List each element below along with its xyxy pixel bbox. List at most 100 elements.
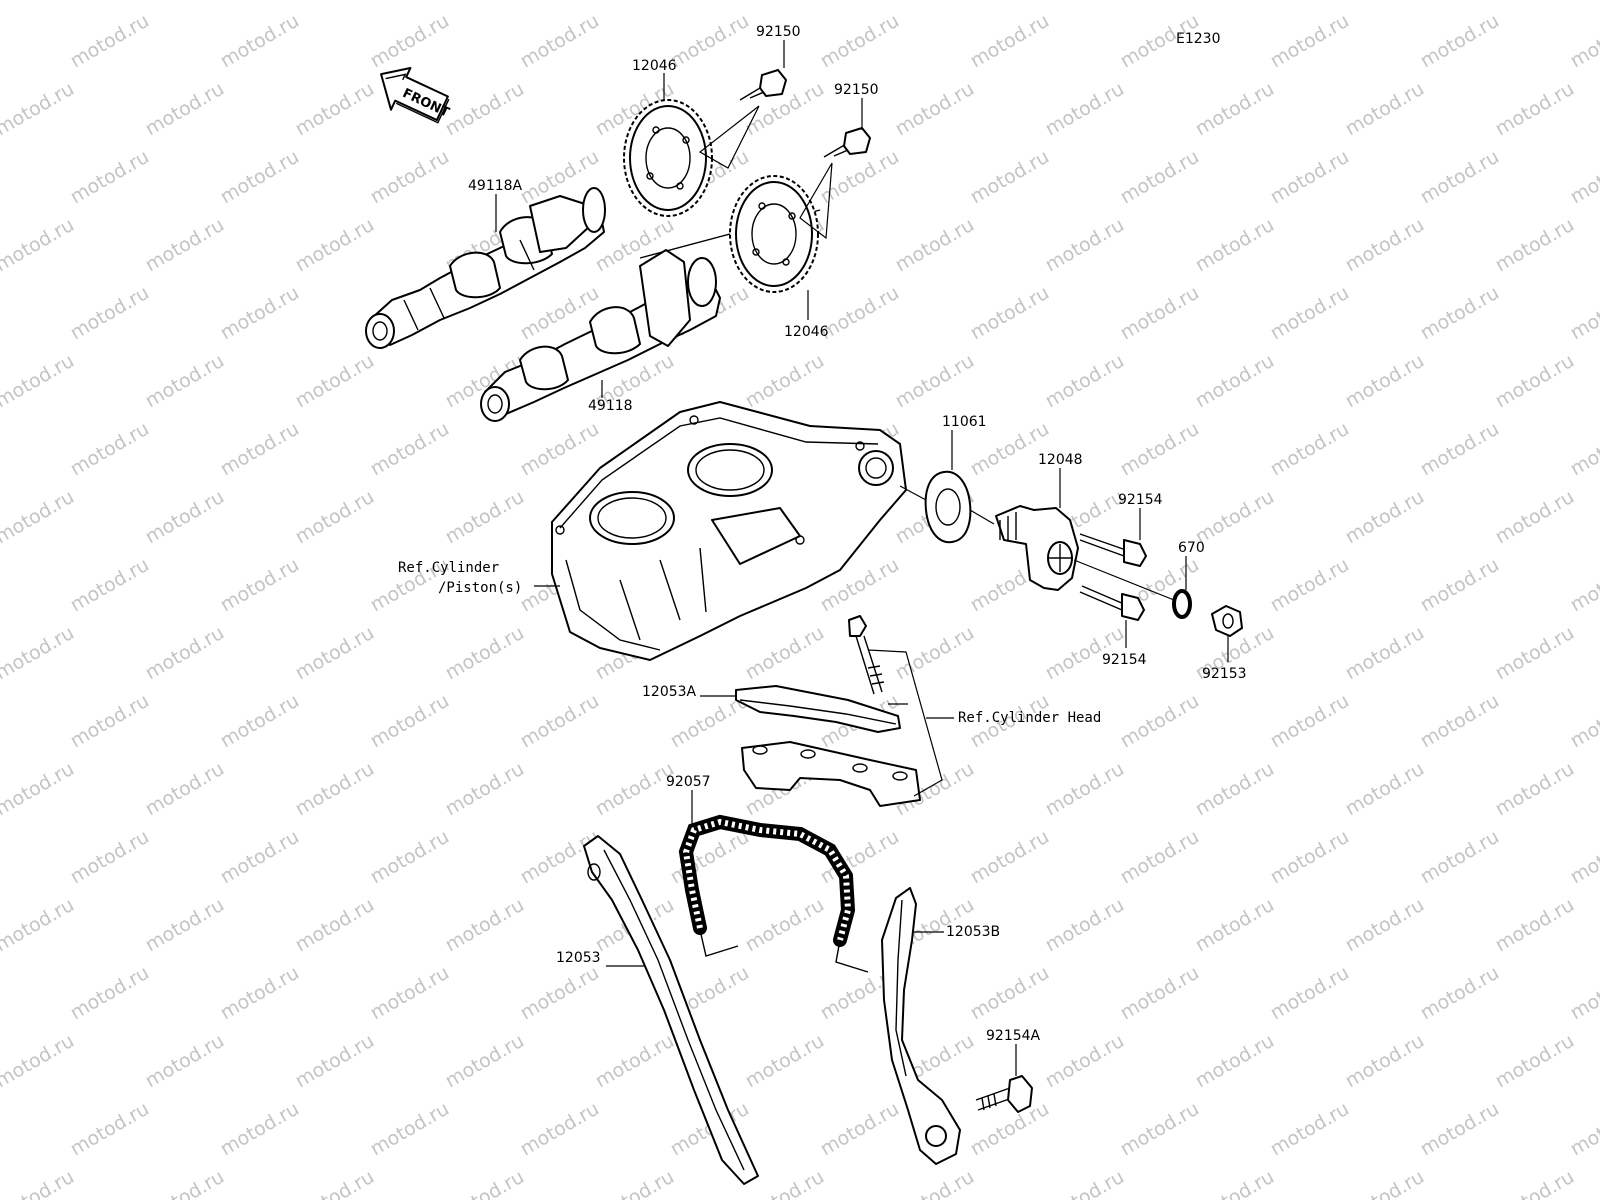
bolt-92154-b — [1079, 585, 1145, 621]
watermark-text: motod.ru — [592, 1030, 678, 1093]
watermark-text: motod.ru — [217, 418, 303, 481]
watermark-text: motod.ru — [0, 146, 3, 209]
label-12048: 12048 — [1038, 452, 1083, 468]
watermark-text: motod.ru — [292, 894, 378, 957]
camshaft-49118 — [480, 209, 821, 422]
watermark-text: motod.ru — [1267, 554, 1353, 617]
watermark-text: motod.ru — [0, 894, 78, 957]
watermark-text: motod.ru — [217, 10, 303, 73]
watermark-text: motod.ru — [0, 826, 3, 889]
watermark-text: motod.ru — [592, 1166, 678, 1200]
guide-holder — [741, 741, 921, 807]
label-11061: 11061 — [942, 414, 987, 430]
watermark-text: motod.ru — [0, 214, 78, 277]
watermark-text: motod.ru — [292, 350, 378, 413]
watermark-text: motod.ru — [67, 10, 153, 73]
watermark-text: motod.ru — [517, 10, 603, 73]
watermark-text: motod.ru — [442, 78, 528, 141]
camshaft-49118A — [365, 187, 606, 349]
watermark-text: motod.ru — [1192, 1166, 1278, 1200]
watermark-text: motod.ru — [442, 894, 528, 957]
watermark-text: motod.ru — [1267, 826, 1353, 889]
watermark-text: motod.ru — [1192, 758, 1278, 821]
bolt-92154-a — [1079, 533, 1147, 567]
watermark-text: motod.ru — [1267, 962, 1353, 1025]
watermark-text: motod.ru — [67, 418, 153, 481]
watermark-text: motod.ru — [967, 1098, 1053, 1161]
label-92150-a: 92150 — [756, 24, 801, 40]
watermark-text: motod.ru — [1567, 282, 1600, 345]
ref-cylinder-line1: Ref.Cylinder — [398, 560, 499, 576]
label-92154-a: 92154 — [1118, 492, 1163, 508]
watermark-text: motod.ru — [217, 282, 303, 345]
watermark-text: motod.ru — [142, 1030, 228, 1093]
watermark-text: motod.ru — [1417, 962, 1503, 1025]
watermark-text: motod.ru — [592, 0, 678, 4]
watermark-text: motod.ru — [0, 418, 3, 481]
o-ring-670 — [1172, 589, 1192, 619]
bolt-92150-a — [739, 69, 787, 101]
watermark-text: motod.ru — [0, 282, 3, 345]
chain-guide-12053A — [735, 685, 901, 733]
watermark-text: motod.ru — [1567, 826, 1600, 889]
diagram-code: E1230 — [1176, 31, 1220, 47]
sprocket-12046-lower — [729, 175, 819, 293]
watermark-text: motod.ru — [1192, 486, 1278, 549]
label-92153: 92153 — [1202, 666, 1247, 682]
watermark-text: motod.ru — [517, 962, 603, 1025]
watermark-text: motod.ru — [0, 10, 3, 73]
cam-chain-92057 — [678, 814, 869, 973]
watermark-text: motod.ru — [292, 622, 378, 685]
watermark-text: motod.ru — [1042, 894, 1128, 957]
watermark-text: motod.ru — [142, 758, 228, 821]
watermark-text: motod.ru — [1567, 962, 1600, 1025]
watermark-text: motod.ru — [1117, 146, 1203, 209]
watermark-text: motod.ru — [1417, 826, 1503, 889]
watermark-text: motod.ru — [1192, 0, 1278, 4]
watermark-text: motod.ru — [1117, 690, 1203, 753]
watermark-text: motod.ru — [1492, 350, 1578, 413]
watermark-text: motod.ru — [1042, 758, 1128, 821]
cylinder-block — [551, 401, 907, 661]
watermark-text: motod.ru — [1417, 10, 1503, 73]
watermark-text: motod.ru — [367, 10, 453, 73]
watermark-text: motod.ru — [817, 1098, 903, 1161]
watermark-text: motod.ru — [1117, 962, 1203, 1025]
watermark-text: motod.ru — [292, 214, 378, 277]
watermark-text: motod.ru — [0, 78, 78, 141]
label-92154-b: 92154 — [1102, 652, 1147, 668]
watermark-text: motod.ru — [292, 0, 378, 4]
label-12053: 12053 — [556, 950, 601, 966]
watermark-text: motod.ru — [1267, 1098, 1353, 1161]
watermark-text: motod.ru — [742, 0, 828, 4]
watermark-text: motod.ru — [1192, 214, 1278, 277]
watermark-text: motod.ru — [1417, 418, 1503, 481]
watermark-text: motod.ru — [1492, 894, 1578, 957]
watermark-text: motod.ru — [1492, 0, 1578, 4]
watermark-text: motod.ru — [0, 1166, 78, 1200]
watermark-text: motod.ru — [1267, 10, 1353, 73]
watermark-text: motod.ru — [1567, 690, 1600, 753]
watermark-text: motod.ru — [1042, 1030, 1128, 1093]
watermark-text: motod.ru — [667, 10, 753, 73]
label-12053B: 12053B — [946, 924, 1000, 940]
sprocket-12046-upper — [623, 99, 713, 217]
watermark-text: motod.ru — [217, 690, 303, 753]
watermark-text: motod.ru — [367, 1098, 453, 1161]
watermark-text: motod.ru — [1492, 78, 1578, 141]
gasket-11061 — [924, 470, 972, 544]
watermark-text: motod.ru — [1342, 622, 1428, 685]
watermark-text: motod.ru — [217, 826, 303, 889]
watermark-text: motod.ru — [1417, 282, 1503, 345]
watermark-text: motod.ru — [292, 758, 378, 821]
watermark-text: motod.ru — [517, 690, 603, 753]
watermark-text: motod.ru — [892, 214, 978, 277]
watermark-text: motod.ru — [892, 622, 978, 685]
watermark-text: motod.ru — [442, 486, 528, 549]
watermark-text: motod.ru — [1042, 1166, 1128, 1200]
watermark-text: motod.ru — [292, 1030, 378, 1093]
watermark-text: motod.ru — [1117, 418, 1203, 481]
watermark-text: motod.ru — [442, 622, 528, 685]
watermark-text: motod.ru — [217, 1098, 303, 1161]
watermark-text: motod.ru — [1192, 78, 1278, 141]
